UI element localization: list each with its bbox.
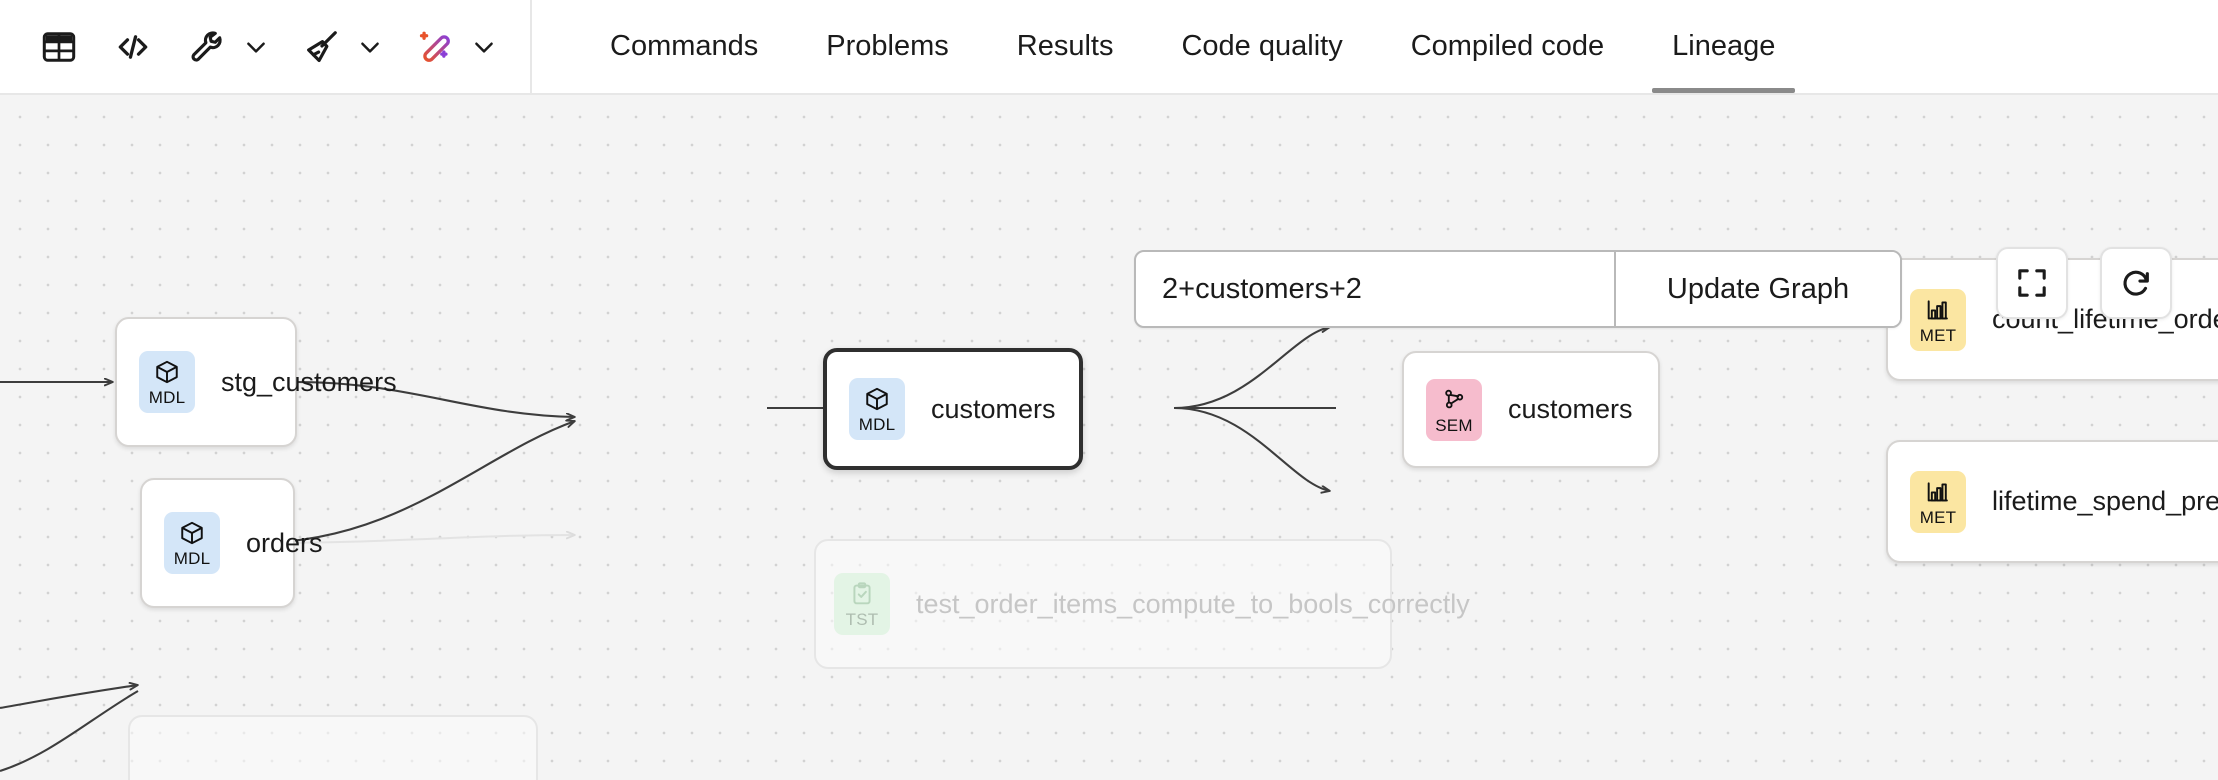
cube-icon xyxy=(179,519,205,547)
badge-label: MET xyxy=(1919,507,1957,527)
magic-wand-icon-glyph xyxy=(419,31,450,62)
tab-code-quality[interactable]: Code quality xyxy=(1181,30,1343,62)
badge-label: MDL xyxy=(858,415,896,434)
graph-search-bar: Update Graph xyxy=(1134,250,1902,328)
node-label: test_order_items_compute_to_bools_correc… xyxy=(916,588,1470,619)
badge-tst: TST xyxy=(834,573,890,635)
chevron-down-glyph xyxy=(247,42,265,53)
node-label: stg_customers xyxy=(221,366,397,397)
broom-icon-glyph xyxy=(307,30,337,62)
badge-mdl: MDL xyxy=(849,378,905,440)
edge-sem-to-lifetime-spend xyxy=(1173,406,1330,491)
node-label: lifetime_spend_preta xyxy=(1992,486,2218,517)
wrench-icon[interactable] xyxy=(178,18,236,76)
edge-orders-to-customers xyxy=(254,421,575,545)
badge-mdl: MDL xyxy=(164,512,220,574)
cube-icon xyxy=(864,385,890,413)
top-toolbar: Commands Problems Results Code quality C… xyxy=(0,0,2218,95)
node-label: customers xyxy=(1508,394,1633,425)
chevron-down-icon-ai[interactable] xyxy=(464,18,504,76)
tab-results[interactable]: Results xyxy=(1016,30,1114,62)
badge-label: SEM xyxy=(1435,415,1473,435)
badge-label: MDL xyxy=(173,549,211,568)
code-icon-glyph xyxy=(118,34,148,59)
network-icon-glyph xyxy=(1445,389,1464,408)
editor-tool-group xyxy=(0,0,532,93)
magic-wand-icon[interactable] xyxy=(406,18,464,76)
node-label: customers xyxy=(931,393,1056,424)
chevron-down-glyph xyxy=(361,42,379,53)
bar-chart-icon xyxy=(1925,296,1951,324)
graph-search-input[interactable] xyxy=(1136,252,1614,326)
bar-chart-icon-glyph xyxy=(1927,299,1948,319)
cube-icon-glyph xyxy=(181,521,203,545)
tab-bar: Commands Problems Results Code quality C… xyxy=(532,0,1809,93)
cube-icon-glyph xyxy=(866,387,888,411)
edge-in-orders-b xyxy=(0,690,139,772)
refresh-icon xyxy=(2123,270,2149,296)
lineage-edges xyxy=(0,95,1336,772)
node-stg-customers[interactable]: MDL stg_customers xyxy=(115,317,397,447)
node-customers-semantic[interactable]: SEM customers xyxy=(1402,351,1660,468)
node-lifetime-spend-pretax[interactable]: MET lifetime_spend_preta xyxy=(1886,440,2218,563)
code-icon[interactable] xyxy=(104,18,162,76)
badge-label: TST xyxy=(845,610,879,629)
tab-commands[interactable]: Commands xyxy=(610,30,759,62)
lineage-canvas[interactable]: MDL stg_customers MDL orders MDL xyxy=(0,95,2218,780)
network-icon xyxy=(1441,386,1467,414)
badge-met: MET xyxy=(1910,470,1966,533)
cube-icon-glyph xyxy=(156,360,178,384)
badge-sem: SEM xyxy=(1426,378,1482,441)
node-test-order-items[interactable]: TST test_order_items_compute_to_bools_co… xyxy=(814,539,1470,669)
bar-chart-icon-glyph xyxy=(1927,481,1948,501)
badge-label: MDL xyxy=(148,388,186,407)
fit-view-icon xyxy=(2018,269,2046,297)
tab-lineage[interactable]: Lineage xyxy=(1638,0,1809,93)
node-orders[interactable]: MDL orders xyxy=(140,478,323,608)
fit-view-button[interactable] xyxy=(1996,247,2068,319)
node-customers-model[interactable]: MDL customers xyxy=(823,348,1083,470)
node-test-partial-bottom[interactable]: TST xyxy=(128,715,538,780)
chevron-down-glyph xyxy=(475,42,493,53)
tab-problems[interactable]: Problems xyxy=(826,30,949,62)
edge-sem-to-count-lifetime-orders xyxy=(1173,327,1330,410)
bar-chart-icon xyxy=(1925,478,1951,506)
node-label: orders xyxy=(246,527,323,558)
chevron-down-icon-format[interactable] xyxy=(350,18,390,76)
tab-compiled-code[interactable]: Compiled code xyxy=(1410,30,1605,62)
table-icon-glyph xyxy=(42,31,76,62)
clipboard-check-icon xyxy=(849,580,875,608)
clipboard-check-icon-glyph xyxy=(853,582,871,605)
refresh-graph-button[interactable] xyxy=(2100,247,2172,319)
chevron-down-icon-tools[interactable] xyxy=(236,18,276,76)
badge-mdl: MDL xyxy=(139,351,195,413)
badge-met: MET xyxy=(1910,288,1966,351)
update-graph-button[interactable]: Update Graph xyxy=(1614,252,1900,326)
broom-icon[interactable] xyxy=(292,18,350,76)
table-icon[interactable] xyxy=(30,18,88,76)
badge-label: MET xyxy=(1919,325,1957,345)
wrench-icon-glyph xyxy=(191,30,222,62)
edge-in-orders-a xyxy=(0,685,138,710)
cube-icon xyxy=(154,358,180,386)
